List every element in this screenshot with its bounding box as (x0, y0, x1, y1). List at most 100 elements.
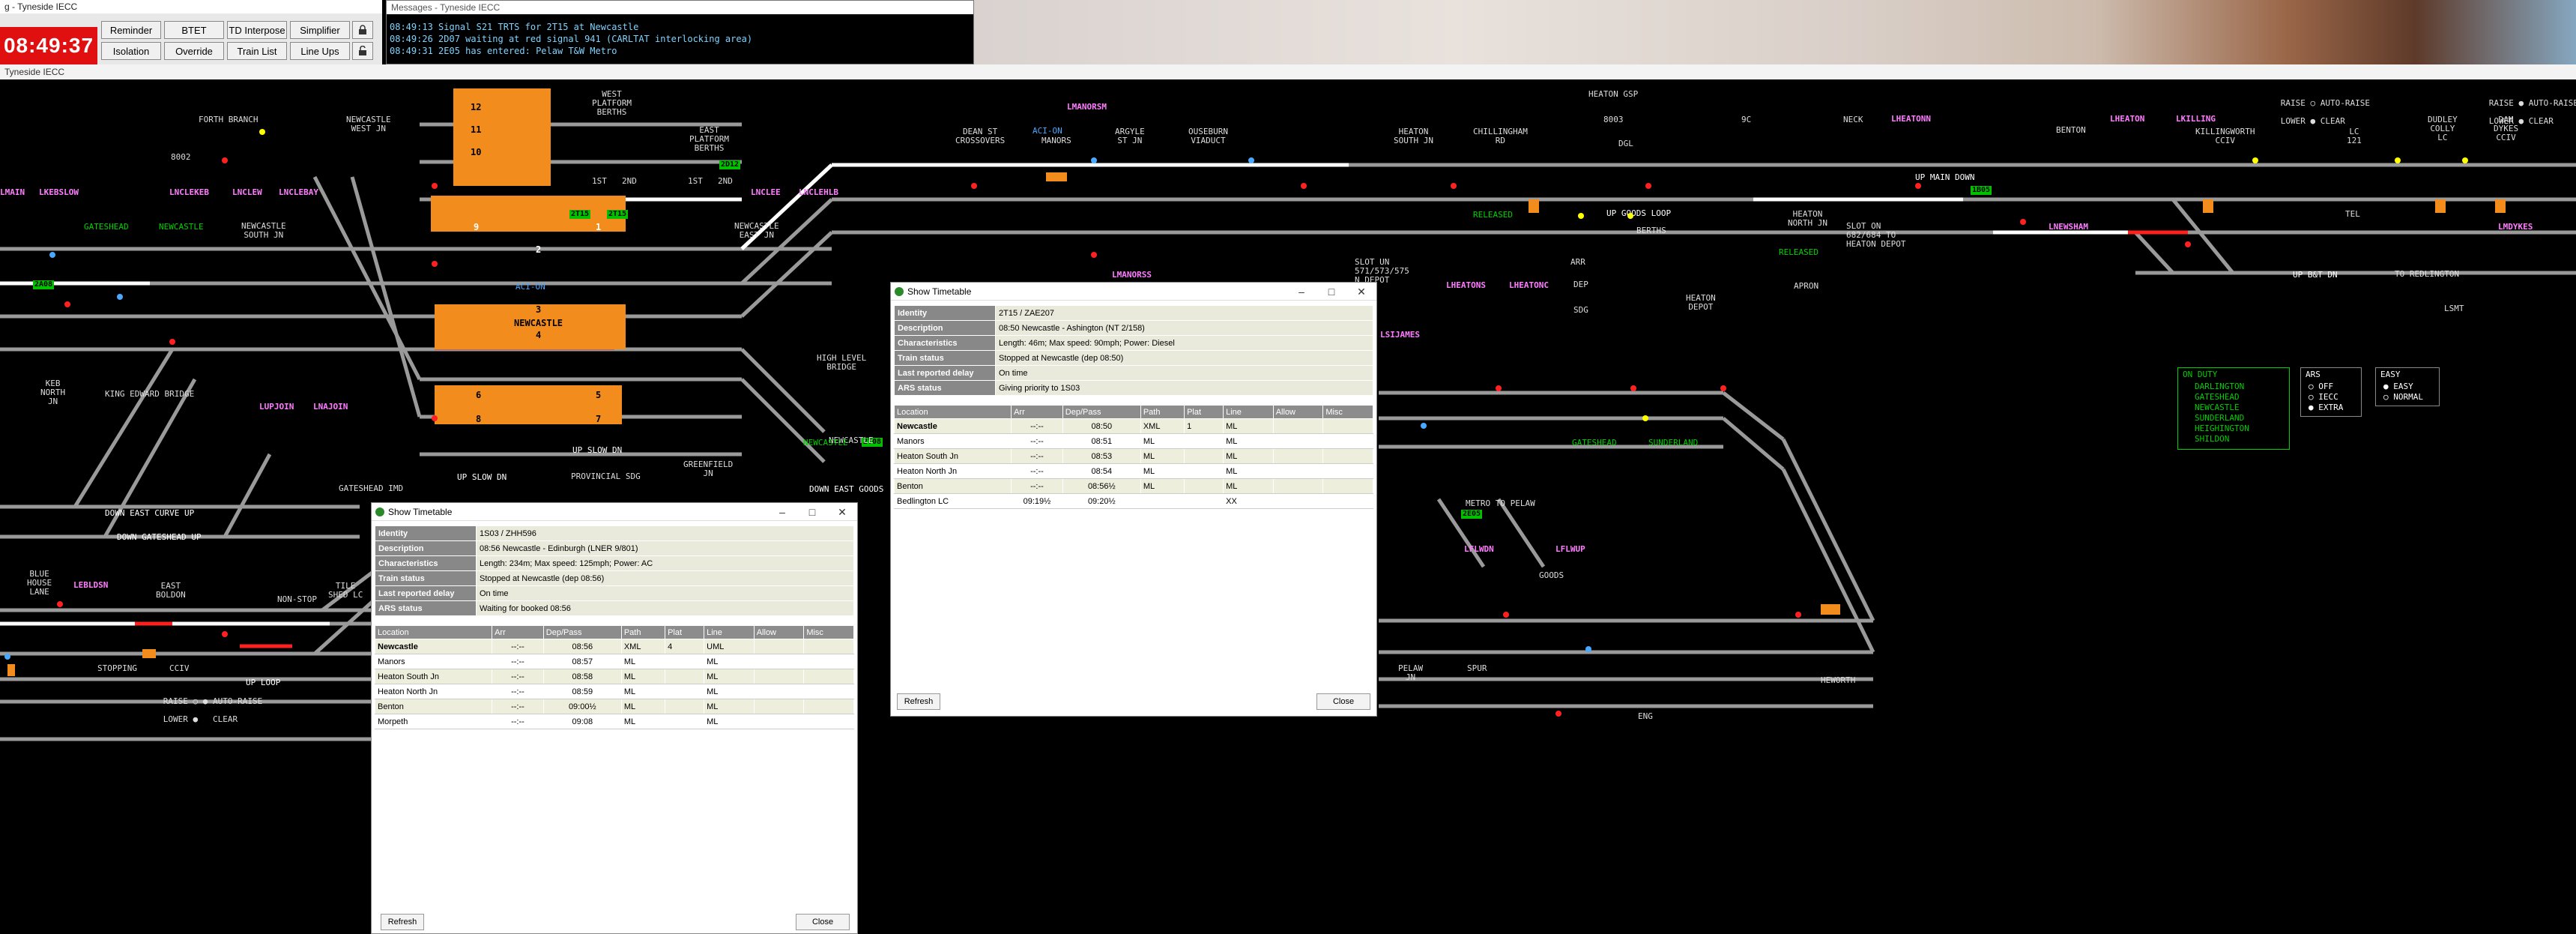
control-label[interactable]: LHEATONS (1446, 280, 1486, 290)
train-list-button[interactable]: Train List (227, 42, 287, 60)
close-icon[interactable]: ✕ (838, 506, 847, 518)
line-ups-button[interactable]: Line Ups (290, 42, 350, 60)
override-button[interactable]: Override (164, 42, 224, 60)
platform-8-7 (435, 415, 622, 424)
column-header[interactable]: Line (704, 625, 755, 639)
simplifier-button[interactable]: Simplifier (290, 21, 350, 39)
train-berth[interactable]: 2E05 (1461, 510, 1483, 519)
timetable-cell: Newcastle (893, 418, 1012, 434)
column-header[interactable]: Location (374, 625, 493, 639)
control-label[interactable]: LNAJOIN (313, 402, 348, 412)
column-header[interactable]: Allow (1272, 405, 1324, 419)
refresh-button[interactable]: Refresh (897, 693, 940, 710)
column-header[interactable]: Dep/Pass (1062, 405, 1141, 419)
column-header[interactable]: Path (620, 625, 666, 639)
column-header[interactable]: Plat (665, 625, 705, 639)
maximize-icon[interactable]: □ (1328, 286, 1335, 298)
control-label[interactable]: LFLWDN (1464, 544, 1494, 554)
column-header[interactable]: Line (1223, 405, 1274, 419)
column-header[interactable]: Arr (492, 625, 544, 639)
close-button[interactable]: Close (1316, 693, 1370, 710)
control-label[interactable]: LNEWSHAM (2049, 222, 2088, 232)
control-label[interactable]: LNCLEHLB (799, 187, 838, 197)
control-label[interactable]: LMANORSM (1067, 102, 1107, 112)
train-berth[interactable]: 1B05 (1971, 186, 1992, 195)
panel-item[interactable]: HEIGHINGTON (2195, 424, 2249, 433)
refresh-button[interactable]: Refresh (381, 914, 424, 930)
train-berth[interactable]: 2T15 (569, 210, 591, 219)
ars-option[interactable]: ○ IECC (2309, 392, 2338, 402)
column-header[interactable]: Arr (1011, 405, 1063, 419)
maximize-icon[interactable]: □ (808, 506, 816, 518)
unlock-icon[interactable] (352, 42, 373, 60)
column-header[interactable]: Misc (803, 625, 854, 639)
train-berth[interactable]: 2T08 (862, 438, 883, 447)
panel-item[interactable]: NEWCASTLE (2195, 403, 2240, 412)
easy-option[interactable]: ● EASY (2383, 382, 2413, 391)
column-header[interactable]: Plat (1184, 405, 1224, 419)
close-button[interactable]: Close (796, 914, 850, 930)
control-label[interactable]: LSIJAMES (1380, 330, 1420, 340)
control-label[interactable]: LEBLDSN (73, 580, 109, 590)
control-label[interactable]: LNCLEW (232, 187, 262, 197)
train-berth[interactable]: 2D12 (719, 160, 741, 169)
isolation-button[interactable]: Isolation (101, 42, 161, 60)
panel-item[interactable]: SUNDERLAND (2195, 413, 2245, 423)
platform-number: 12 (471, 102, 482, 112)
panel-item[interactable]: SHILDON (2195, 434, 2230, 444)
aci-indicator: ACI-ON (515, 282, 545, 292)
control-label[interactable]: LUPJOIN (259, 402, 294, 412)
info-key: Identity (894, 305, 996, 321)
minimize-icon[interactable]: – (779, 506, 785, 518)
column-header[interactable]: Path (1140, 405, 1185, 419)
control-label[interactable]: LMDYKES (2498, 222, 2533, 232)
timetable-cell (1272, 478, 1324, 494)
control-label[interactable]: LKILLING (2176, 114, 2216, 124)
minimize-icon[interactable]: – (1298, 286, 1304, 298)
btet-button[interactable]: BTET (164, 21, 224, 39)
control-label[interactable]: LKEBSLOW (39, 187, 79, 197)
control-label[interactable]: LHEATON (2110, 114, 2145, 124)
control-label[interactable]: LMAIN (0, 187, 25, 197)
control-label[interactable]: LHEATONC (1509, 280, 1549, 290)
control-label[interactable]: LNCLEKEB (169, 187, 209, 197)
close-icon[interactable]: ✕ (1357, 286, 1366, 298)
td-interpose-button[interactable]: TD Interpose (227, 21, 287, 39)
lock-icon[interactable] (352, 21, 373, 39)
reminder-button[interactable]: Reminder (101, 21, 161, 39)
timetable-cell: --:-- (492, 669, 544, 684)
control-label[interactable]: LFLWUP (1555, 544, 1585, 554)
platform-number: 6 (476, 390, 482, 400)
control-label[interactable]: LMANORSS (1112, 270, 1152, 280)
control-label[interactable]: LNCLEE (751, 187, 781, 197)
column-header[interactable]: Location (893, 405, 1012, 419)
panel-item[interactable]: DARLINGTON (2195, 382, 2245, 391)
column-header[interactable]: Allow (753, 625, 805, 639)
panel-item[interactable]: GATESHEAD (2195, 392, 2240, 402)
ars-option[interactable]: ○ OFF (2309, 382, 2334, 391)
ars-option[interactable]: ● EXTRA (2309, 403, 2344, 412)
location-label: BENTON (2056, 125, 2086, 135)
column-header[interactable]: Dep/Pass (542, 625, 622, 639)
location-label: TILE SHED LC (328, 581, 363, 600)
info-value: 2T15 / ZAE207 (995, 305, 1373, 321)
train-berth[interactable]: 2T15 (607, 210, 629, 219)
control-label[interactable]: LHEATONN (1891, 114, 1931, 124)
column-header[interactable]: Misc (1322, 405, 1373, 419)
train-berth[interactable]: 2A08 (33, 280, 55, 289)
control-label[interactable]: LNCLEBAY (279, 187, 318, 197)
easy-option[interactable]: ○ NORMAL (2383, 392, 2423, 402)
